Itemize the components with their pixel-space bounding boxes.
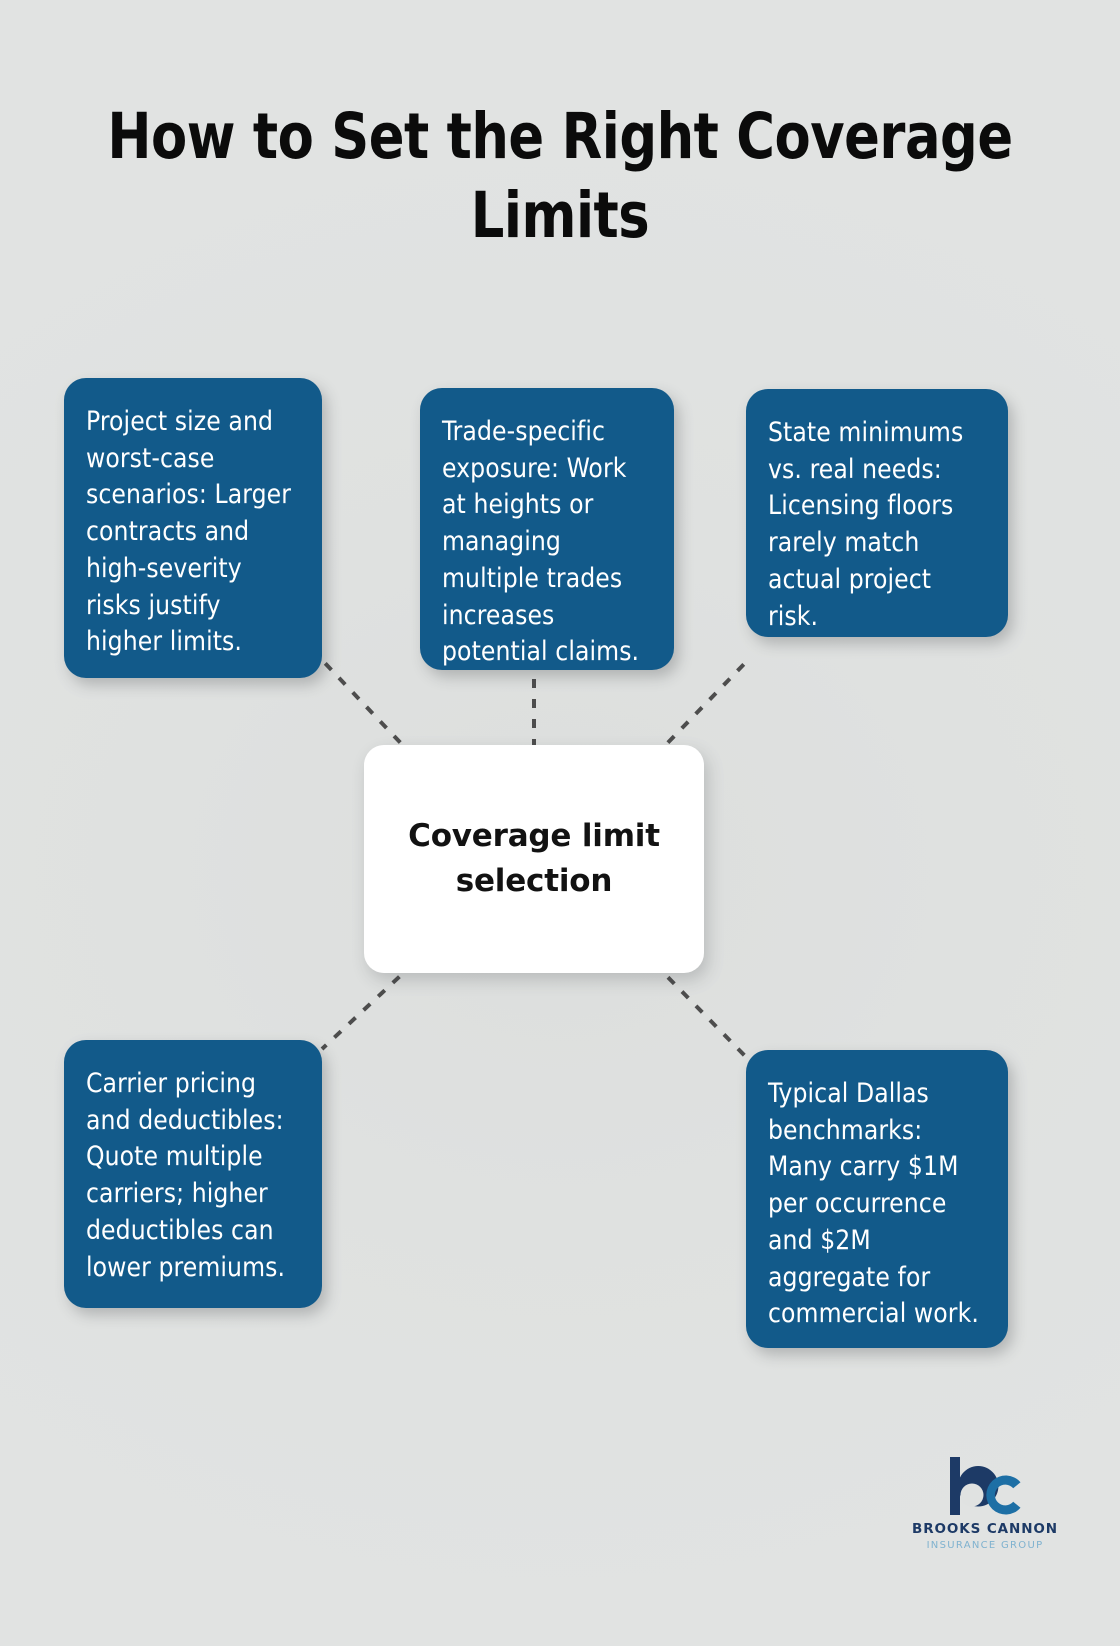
center-hub-label: Coverage limit selection: [408, 818, 660, 899]
factor-card-project-size[interactable]: Project size and worst-case scenarios: L…: [64, 378, 322, 678]
factor-card-carrier-pricing[interactable]: Carrier pricing and deductibles: Quote m…: [64, 1040, 322, 1308]
factor-card-dallas-benchmarks[interactable]: Typical Dallas benchmarks: Many carry $1…: [746, 1050, 1008, 1348]
factor-card-text: Carrier pricing and deductibles: Quote m…: [86, 1068, 286, 1283]
factor-card-text: Trade-specific exposure: Work at heights…: [442, 416, 640, 668]
connector-hub-to-top-left: [320, 658, 416, 759]
page-title: How to Set the Right Coverage Limits: [107, 100, 1013, 252]
logo-company-name: BROOKS CANNON: [912, 1521, 1058, 1537]
connector-hub-to-top-right: [652, 658, 750, 759]
factor-card-text: Project size and worst-case scenarios: L…: [86, 406, 292, 658]
bc-monogram-icon: [950, 1457, 1021, 1515]
center-hub-card[interactable]: Coverage limit selection: [364, 745, 704, 973]
connector-hub-to-bottom-left: [320, 961, 416, 1051]
factor-card-trade-specific-exposure[interactable]: Trade-specific exposure: Work at heights…: [420, 388, 674, 670]
connector-hub-to-bottom-right: [652, 961, 750, 1061]
logo-tagline: INSURANCE GROUP: [926, 1540, 1044, 1551]
brand-logo: BROOKS CANNON INSURANCE GROUP: [900, 1455, 1070, 1580]
factor-card-text: State minimums vs. real needs: Licensing…: [768, 417, 964, 632]
factor-card-state-minimums[interactable]: State minimums vs. real needs: Licensing…: [746, 389, 1008, 637]
factor-card-text: Typical Dallas benchmarks: Many carry $1…: [768, 1078, 979, 1330]
